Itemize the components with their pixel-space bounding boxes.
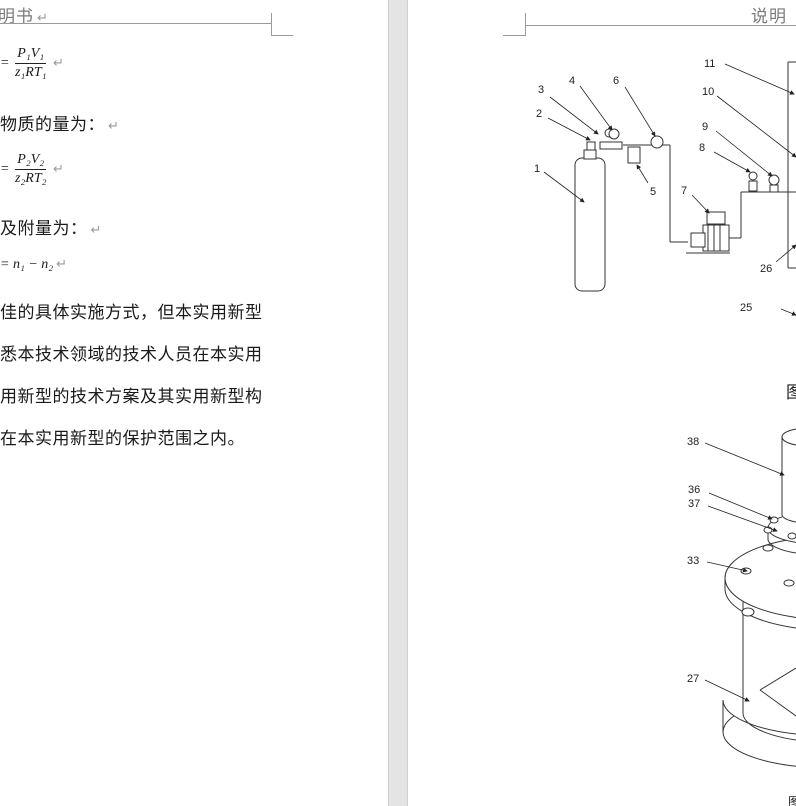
part-label: 8 bbox=[699, 142, 705, 154]
figure-drawings: 1 2 3 4 5 6 7 8 9 10 11 25 26 图 bbox=[534, 58, 796, 806]
figure-2-labels: 38 36 37 33 27 bbox=[687, 436, 700, 685]
figure-2-caption: 图 bbox=[788, 795, 796, 806]
part-label: 7 bbox=[681, 185, 687, 197]
text-line: 物质的量为：↵ bbox=[0, 115, 120, 135]
part-label: 6 bbox=[613, 75, 619, 87]
figure-2-vessel bbox=[722, 428, 796, 767]
paragraph-mark: ↵ bbox=[37, 11, 49, 26]
part-label: 26 bbox=[760, 263, 772, 275]
part-label: 3 bbox=[538, 84, 544, 96]
header-rule bbox=[0, 23, 272, 24]
margin-corner-mark bbox=[503, 35, 526, 36]
figure-1-caption: 图 bbox=[786, 383, 796, 403]
page-header-text: 明书↵ bbox=[0, 7, 49, 27]
margin-corner-mark bbox=[525, 13, 526, 35]
part-label: 38 bbox=[687, 436, 699, 448]
figure-1-labels: 1 2 3 4 5 6 7 8 9 10 11 25 26 bbox=[534, 58, 772, 314]
part-label: 5 bbox=[650, 186, 656, 198]
text-line: 佳的具体实施方式，但本实用新型 bbox=[0, 303, 263, 323]
margin-corner-mark bbox=[271, 35, 293, 36]
text-line: 在本实用新型的保护范围之内。 bbox=[0, 429, 245, 449]
part-label: 25 bbox=[740, 302, 752, 314]
equation-diff: = n₁ − n₂↵ bbox=[0, 257, 68, 272]
margin-corner-mark bbox=[271, 13, 272, 35]
part-label: 11 bbox=[704, 58, 715, 70]
part-label: 27 bbox=[687, 673, 699, 685]
part-label: 36 bbox=[688, 484, 700, 496]
text-line: 用新型的技术方案及其实用新型构 bbox=[0, 387, 263, 407]
gas-cylinder bbox=[574, 157, 606, 292]
part-label: 1 bbox=[534, 163, 540, 175]
part-label: 33 bbox=[687, 555, 699, 567]
text-line: 及附量为：↵ bbox=[0, 219, 102, 239]
part-label: 9 bbox=[702, 121, 708, 133]
pump-body bbox=[702, 224, 730, 252]
text-line: 悉本技术领域的技术人员在本实用 bbox=[0, 345, 263, 365]
part-label: 4 bbox=[569, 75, 575, 87]
part-label: 10 bbox=[702, 86, 714, 98]
page-gap bbox=[388, 0, 408, 806]
part-label: 37 bbox=[688, 498, 700, 510]
figure-1-schematic bbox=[574, 61, 796, 292]
page-header-text: 说明 bbox=[751, 7, 787, 27]
document-page-right: 说明 bbox=[408, 0, 796, 806]
part-label: 2 bbox=[536, 108, 542, 120]
header-rule bbox=[525, 25, 796, 26]
